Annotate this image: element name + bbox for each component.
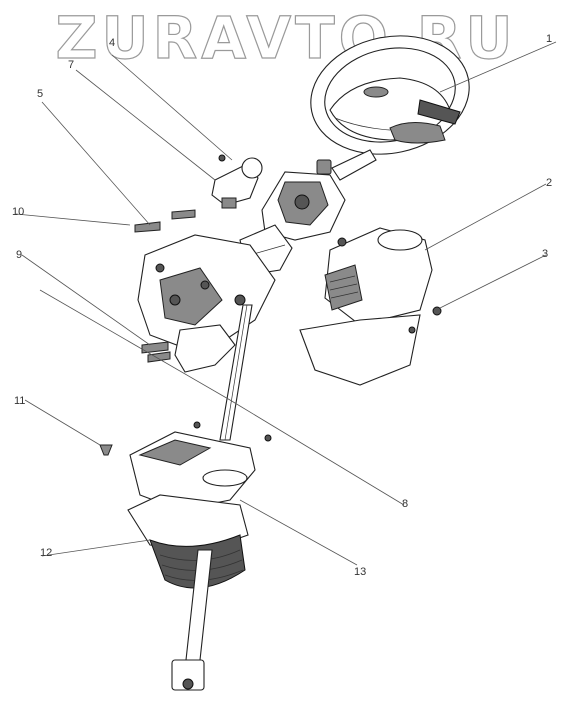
callout-5: 5 xyxy=(37,88,43,100)
callout-1: 1 xyxy=(546,33,552,45)
screw-3 xyxy=(432,306,442,316)
leader-lines xyxy=(15,41,557,566)
fasteners xyxy=(99,237,416,456)
bolts xyxy=(134,209,196,363)
intermediate-shaft xyxy=(219,304,253,441)
callout-9: 9 xyxy=(16,249,22,261)
callout-7: 7 xyxy=(68,59,74,71)
ignition-lock xyxy=(211,154,263,209)
callout-2: 2 xyxy=(546,177,552,189)
steering-shaft-upper xyxy=(316,149,377,181)
steering-wheel xyxy=(310,35,470,155)
lower-shaft xyxy=(171,549,213,691)
callout-12: 12 xyxy=(40,547,52,559)
callout-10: 10 xyxy=(12,206,24,218)
callout-11: 11 xyxy=(14,395,25,407)
callout-13: 13 xyxy=(354,566,366,578)
column-shroud xyxy=(299,227,433,386)
callout-4: 4 xyxy=(109,37,115,49)
callout-8: 8 xyxy=(402,498,408,510)
boot-cover xyxy=(129,431,256,511)
callout-3: 3 xyxy=(542,248,548,260)
boot-seal xyxy=(127,494,249,589)
